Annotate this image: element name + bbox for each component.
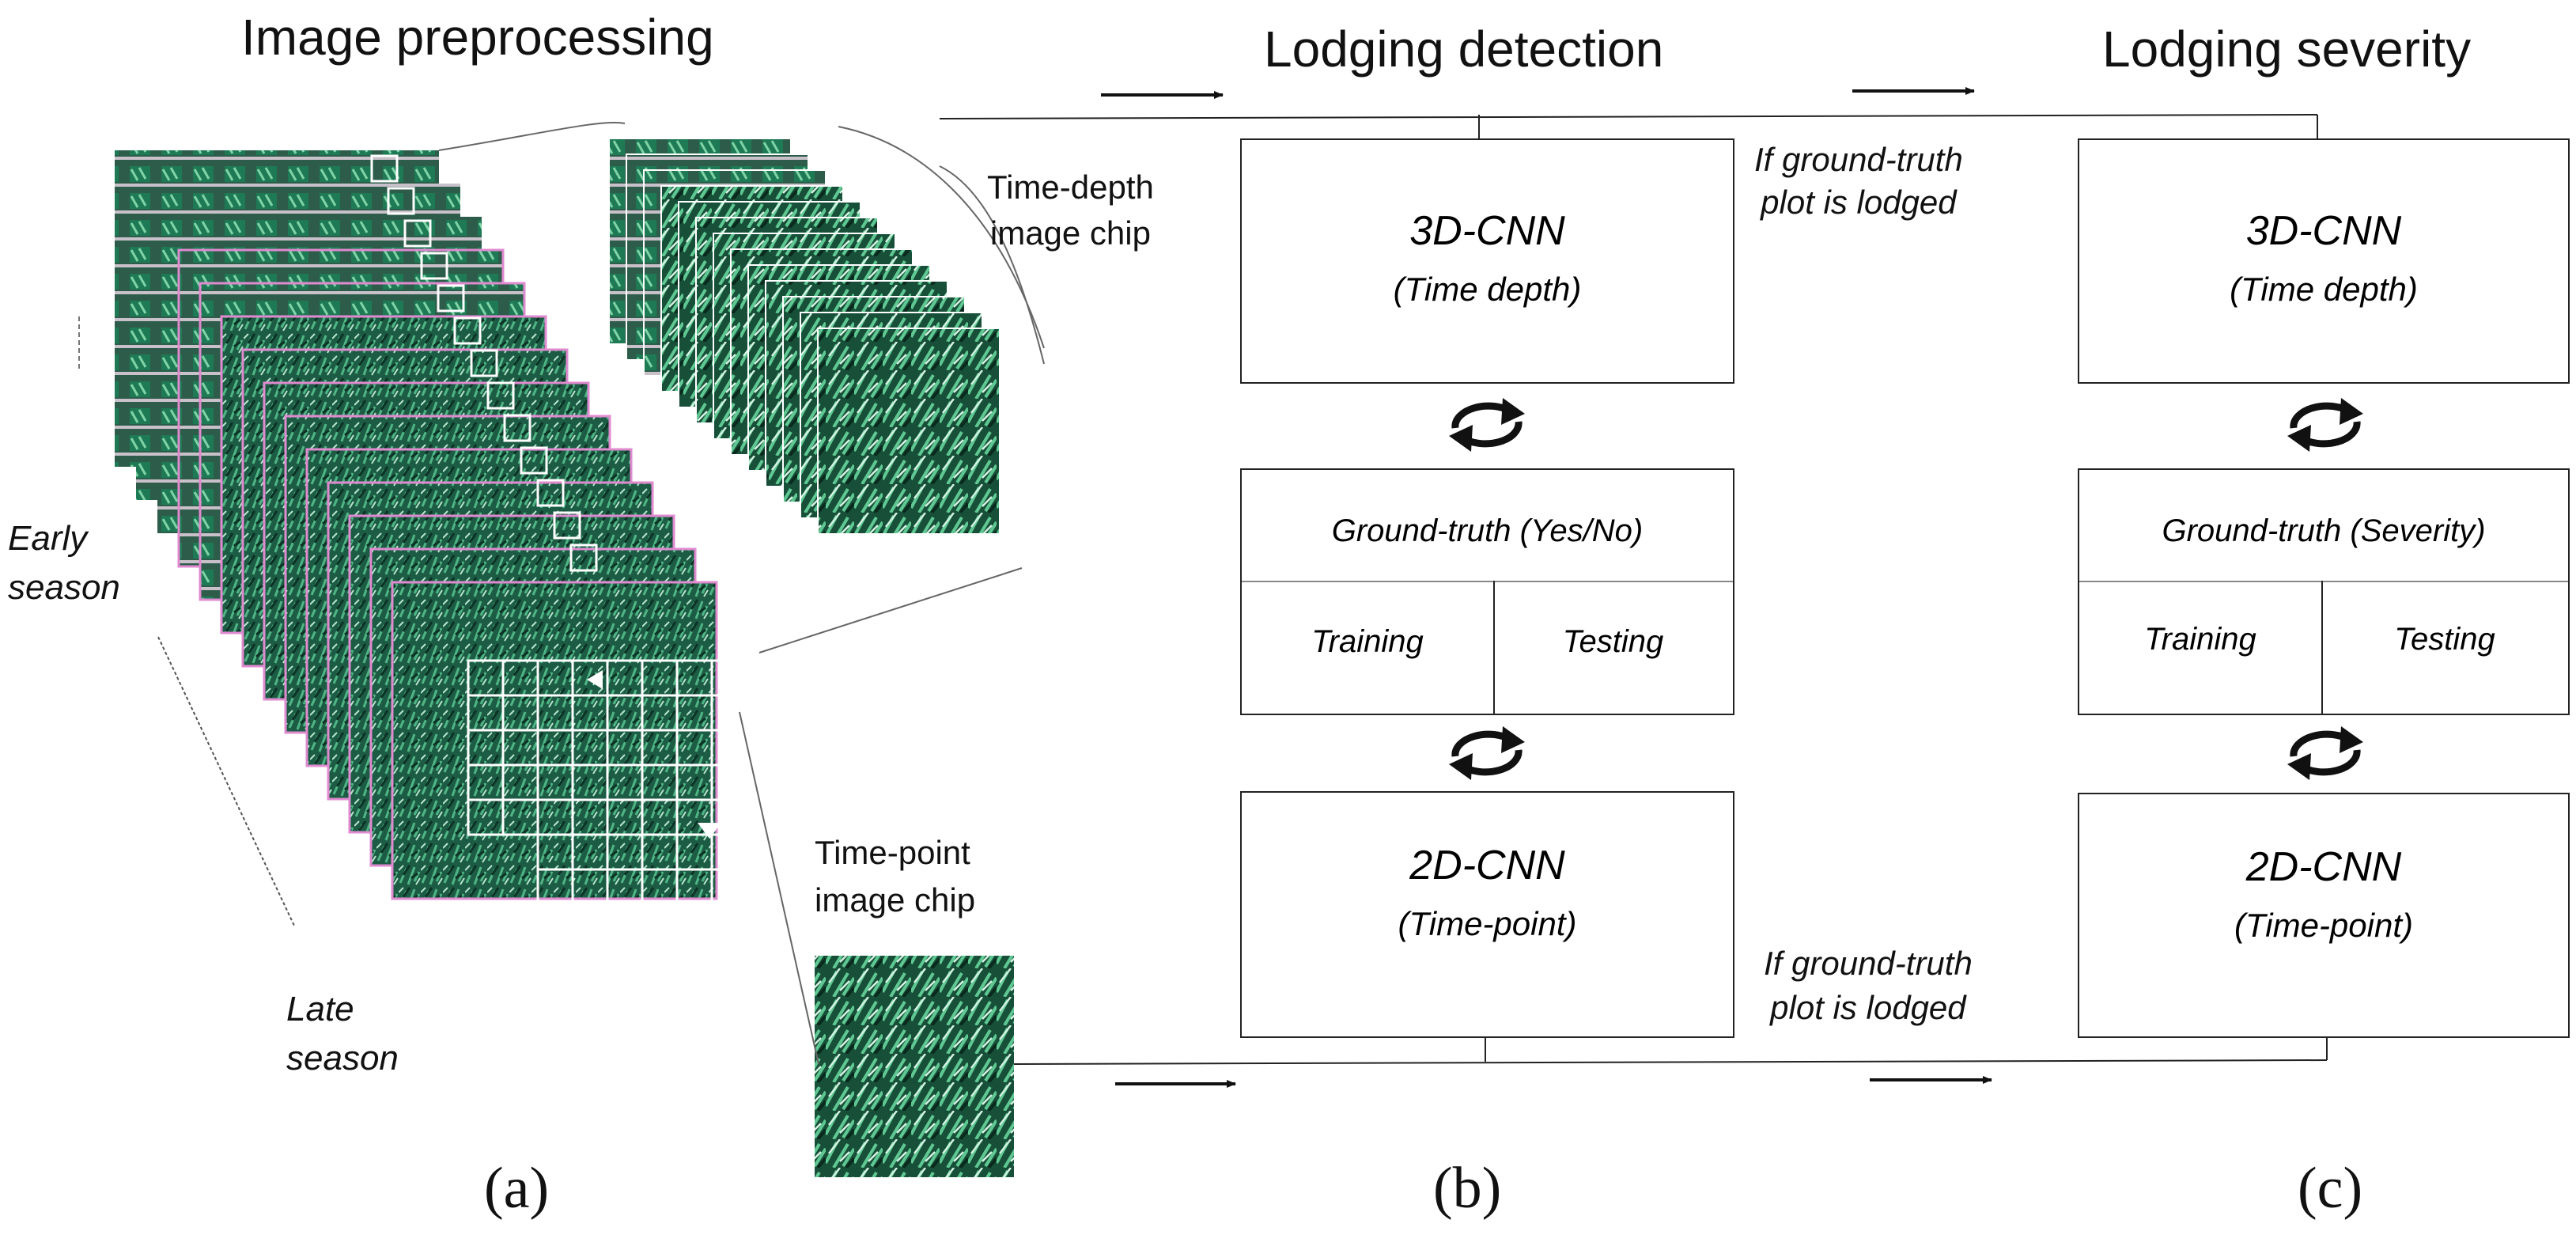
c-3d-cnn-sub: (Time depth)	[2230, 271, 2418, 308]
b-gt-divider-v	[1493, 581, 1495, 714]
zoom-line-2	[758, 567, 1023, 653]
chip-selector-box	[370, 154, 399, 183]
chip-selector-box	[536, 479, 565, 507]
chip-selector-box	[553, 511, 581, 540]
b-ground-truth-label: Ground-truth (Yes/No)	[1331, 513, 1644, 548]
b-3d-cnn-name: 3D-CNN	[1409, 208, 1565, 254]
chip-selector-box	[520, 446, 548, 475]
b-ground-truth-box: Ground-truth (Yes/No) Training Testing	[1240, 468, 1734, 715]
bottom-flow-line	[1013, 1059, 2328, 1065]
chip-selector-box	[453, 316, 482, 345]
cycle-arrows-icon	[1449, 398, 1525, 452]
panel-a-caption: (a)	[484, 1156, 550, 1221]
panel-c-title: Lodging severity	[2102, 21, 2472, 78]
c-3d-cnn-box: 3D-CNN (Time depth)	[2078, 138, 2570, 384]
chip-selector-box	[486, 381, 515, 410]
panel-c-caption: (c)	[2298, 1156, 2363, 1221]
b-3d-cnn-sub: (Time depth)	[1393, 271, 1582, 308]
chip-selector-box	[403, 219, 432, 248]
chip-selector-box	[420, 252, 448, 280]
b-2d-cnn-sub: (Time-point)	[1398, 905, 1577, 942]
panel-a-title: Image preprocessing	[241, 9, 714, 66]
cycle-arrows-icon	[2287, 726, 2363, 780]
chip-selector-box	[503, 414, 531, 442]
c-2d-cnn-box: 2D-CNN (Time-point)	[2078, 793, 2570, 1038]
chip-selector-box	[569, 544, 598, 572]
b-training-label: Training	[1311, 624, 1424, 659]
chip-selector-box	[387, 187, 415, 215]
c-2d-cnn-sub: (Time-point)	[2234, 907, 2413, 944]
b-testing-label: Testing	[1562, 624, 1664, 659]
c-testing-label: Testing	[2394, 622, 2495, 657]
condition-bottom-label: If ground-truth plot is lodged	[1764, 945, 1973, 1026]
zoom-line-3	[939, 165, 1045, 365]
time-depth-chip-label: Time-depth image chip	[987, 169, 1154, 252]
orthomosaic-layer	[391, 581, 718, 900]
zoom-line-1	[438, 121, 626, 151]
c-training-label: Training	[2144, 622, 2256, 657]
window-direction-arrow	[698, 823, 721, 839]
late-season-label: Late season	[286, 990, 399, 1078]
c-ground-truth-label: Ground-truth (Severity)	[2162, 513, 2486, 548]
c-gt-divider-h	[2079, 581, 2568, 582]
c-gt-divider-v	[2321, 581, 2323, 714]
time-depth-chip	[817, 328, 1001, 535]
cycle-arrows-icon	[1449, 726, 1525, 780]
condition-top-label: If ground-truth plot is lodged	[1754, 141, 1963, 221]
orthomosaic-stack	[115, 150, 748, 941]
window-direction-arrow	[587, 670, 603, 689]
time-point-chip-label: Time-point image chip	[815, 834, 976, 919]
b-3d-cnn-box: 3D-CNN (Time depth)	[1240, 138, 1734, 384]
early-season-label: Early season	[8, 519, 120, 607]
time-depth-chip-stack	[608, 138, 1001, 535]
time-point-chip-image	[815, 956, 1014, 1177]
chip-selector-box	[437, 284, 465, 312]
panel-b-title: Lodging detection	[1264, 21, 1664, 78]
b-2d-cnn-name: 2D-CNN	[1409, 843, 1565, 888]
cycle-arrows-icon	[2287, 398, 2363, 452]
c-3d-cnn-name: 3D-CNN	[2245, 208, 2402, 254]
stack-guide-line-left	[157, 636, 295, 926]
b-gt-divider-h	[1242, 581, 1733, 582]
top-flow-line	[939, 114, 2318, 119]
c-2d-cnn-name: 2D-CNN	[2245, 844, 2402, 890]
sliding-window-grid	[467, 659, 748, 941]
chip-selector-box	[470, 349, 498, 377]
zoom-line-5	[739, 711, 819, 1065]
panel-b-caption: (b)	[1433, 1156, 1502, 1221]
zoom-line-4	[838, 126, 1045, 349]
b-2d-cnn-box: 2D-CNN (Time-point)	[1240, 791, 1734, 1038]
c-ground-truth-box: Ground-truth (Severity) Training Testing	[2078, 468, 2570, 715]
